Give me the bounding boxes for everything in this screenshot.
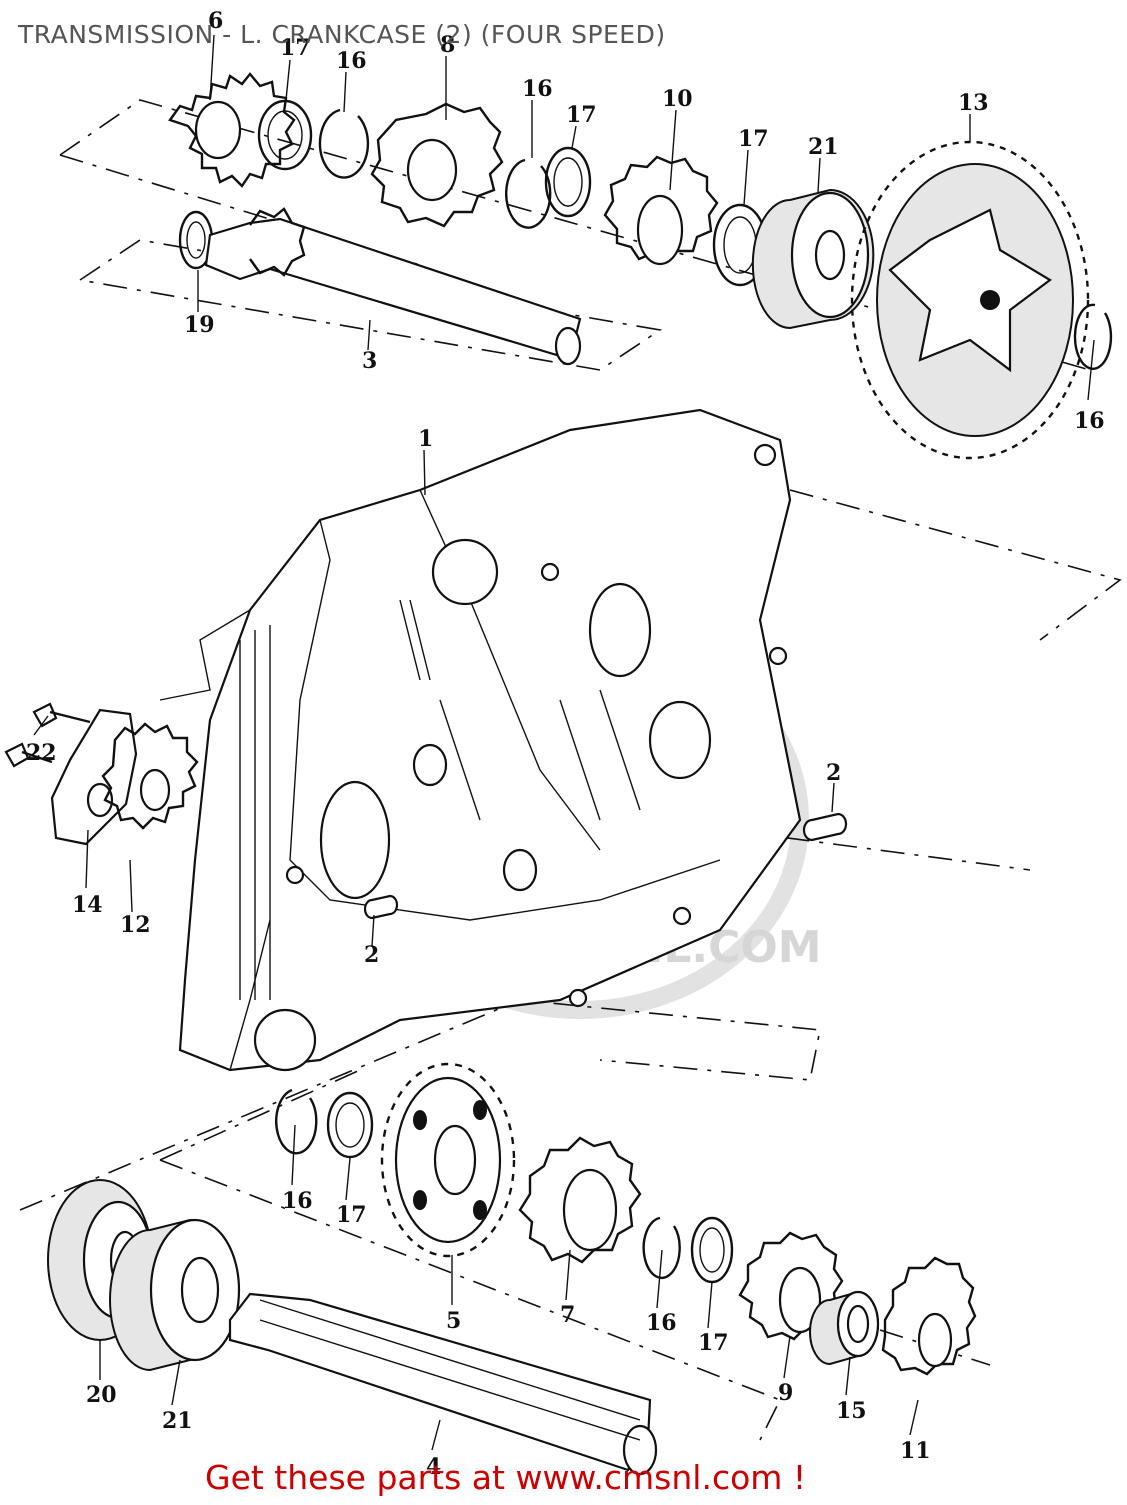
label-17-c: 17 (738, 126, 769, 152)
bearing-21-bottom (109, 1218, 241, 1372)
part-labels: 6 17 16 8 16 17 10 17 21 13 16 19 3 1 2 … (26, 8, 1105, 1480)
bolt-22-a (32, 702, 91, 728)
label-16-a: 16 (336, 48, 367, 74)
label-13: 13 (958, 90, 989, 116)
gear-5 (380, 1062, 516, 1258)
label-17-e: 17 (698, 1330, 729, 1356)
washer-17-top-a (257, 99, 313, 171)
label-16-e: 16 (646, 1310, 677, 1336)
washer-17-bottom-a (326, 1091, 374, 1159)
sprocket-12 (101, 722, 199, 830)
label-2-b: 2 (364, 942, 379, 968)
label-1: 1 (418, 426, 433, 452)
washer-17-top-b (544, 146, 592, 218)
bushing-15 (809, 1290, 880, 1366)
label-4: 4 (426, 1454, 441, 1480)
crankcase-1 (159, 408, 802, 1072)
footer-link-text[interactable]: Get these parts at www.cmsnl.com ! (205, 1458, 807, 1497)
label-10: 10 (662, 86, 693, 112)
gear-11 (881, 1256, 977, 1376)
label-17-b: 17 (566, 102, 597, 128)
label-3: 3 (362, 348, 377, 374)
dowel-pin-2-left (363, 894, 399, 920)
gear-6 (168, 72, 296, 188)
circlip-16-top-a (318, 108, 370, 179)
circlip-16-bottom-b (642, 1216, 681, 1280)
label-16-d: 16 (282, 1188, 313, 1214)
leader-lines (33, 34, 1095, 1451)
dowel-pin-2-right (802, 812, 848, 842)
gear-13 (850, 140, 1090, 460)
label-20: 20 (86, 1382, 117, 1408)
label-5: 5 (446, 1308, 461, 1334)
label-17-a: 17 (280, 35, 311, 61)
circlip-16-bottom-a (275, 1088, 318, 1155)
label-15: 15 (836, 1398, 867, 1424)
label-14: 14 (72, 892, 103, 918)
label-7: 7 (560, 1302, 575, 1328)
label-22: 22 (26, 740, 57, 766)
label-17-d: 17 (336, 1202, 367, 1228)
label-6: 6 (208, 8, 223, 34)
label-11: 11 (900, 1438, 931, 1464)
bolt-22-b (4, 742, 53, 768)
label-9: 9 (778, 1380, 793, 1406)
mainshaft-4 (228, 1292, 658, 1476)
circlip-16-top-c (1073, 303, 1113, 370)
circlip-16-top-b (504, 158, 552, 229)
gear-7 (518, 1136, 642, 1264)
countershaft-3 (204, 207, 582, 366)
label-19: 19 (184, 312, 215, 338)
bearing-21-top (751, 188, 875, 330)
washer-17-bottom-b (690, 1216, 734, 1284)
label-21-a: 21 (808, 134, 839, 160)
gear-9 (738, 1231, 844, 1341)
label-12: 12 (120, 912, 151, 938)
label-21-b: 21 (162, 1408, 193, 1434)
gear-10 (603, 155, 719, 266)
diagram-title: TRANSMISSION - L. CRANKCASE (2) (FOUR SP… (18, 20, 666, 49)
label-16-c: 16 (1074, 408, 1105, 434)
label-16-b: 16 (522, 76, 553, 102)
label-2-a: 2 (826, 760, 841, 786)
label-8: 8 (440, 32, 455, 58)
gear-8 (370, 102, 504, 228)
